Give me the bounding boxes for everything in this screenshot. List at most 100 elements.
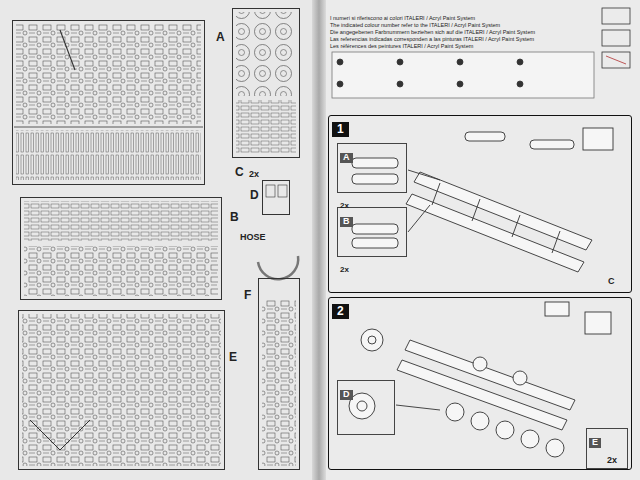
- art-shape: [512, 215, 520, 237]
- art-shape: [312, 0, 326, 480]
- art-shape: [24, 201, 218, 241]
- art-shape: [583, 128, 613, 150]
- text-holder: HOSE: [240, 226, 266, 244]
- art-shape: [408, 205, 430, 232]
- art-shape: [349, 393, 375, 419]
- art-shape: [262, 300, 296, 466]
- part-letter: D: [340, 390, 353, 400]
- quantity-label: 2x: [607, 456, 617, 466]
- art-shape: [396, 405, 440, 410]
- part-letter: A: [216, 31, 225, 44]
- art-shape: [266, 185, 275, 197]
- art-shape: [14, 127, 203, 128]
- part-letter: C: [235, 166, 244, 179]
- text-holder: E: [229, 347, 237, 365]
- art-shape: [602, 52, 630, 68]
- sprue-frame: E: [18, 310, 225, 470]
- art-shape: [322, 0, 640, 480]
- art-shape: [545, 302, 569, 316]
- step1-art: [352, 128, 613, 272]
- art-shape: [602, 8, 630, 24]
- art-shape: [408, 170, 440, 180]
- art-shape: [352, 224, 398, 234]
- art-shape: [397, 81, 403, 87]
- art-shape: [517, 81, 523, 87]
- art-shape: [60, 420, 90, 450]
- text-holder: 2x: [607, 449, 617, 467]
- text-holder: 2: [332, 301, 349, 319]
- part-letter: D: [250, 189, 259, 202]
- paint-note: Die angegebenen Farbnummern beziehen sic…: [330, 29, 535, 35]
- text-holder: D: [250, 185, 259, 203]
- sprue-frame: A: [12, 20, 205, 185]
- art-shape: [352, 238, 398, 248]
- sprue-frame: D: [262, 180, 290, 215]
- text-holder: E: [589, 431, 601, 449]
- sprue-callout: C: [608, 277, 615, 287]
- art-shape: [473, 357, 487, 371]
- part-letter: B: [230, 211, 239, 224]
- art-shape: [546, 439, 564, 457]
- art-shape: [606, 56, 626, 64]
- art-shape: [30, 420, 60, 450]
- quantity-label: 2x: [249, 170, 259, 180]
- step-panel: 1AB: [328, 115, 632, 293]
- art-shape: [352, 174, 398, 184]
- text-holder: B: [340, 210, 353, 228]
- art-shape: [521, 430, 539, 448]
- text-holder: 2x: [340, 258, 349, 276]
- art-shape: [432, 183, 440, 205]
- art-shape: [16, 130, 201, 180]
- quantity-label: 2x: [340, 266, 349, 275]
- art-shape: [465, 132, 505, 141]
- paint-note: The indicated colour number refer to the…: [330, 22, 500, 28]
- text-holder: C: [235, 162, 244, 180]
- art-shape: [472, 199, 480, 221]
- text-holder: D: [340, 383, 353, 401]
- art-shape: [406, 194, 584, 272]
- part-letter: E: [229, 351, 237, 364]
- art-shape: [357, 401, 367, 411]
- art-shape: [0, 0, 316, 480]
- art-shape: [332, 52, 594, 98]
- art-shape: [552, 231, 560, 253]
- text-holder: F: [244, 285, 251, 303]
- text-holder: A: [216, 27, 225, 45]
- art-shape: [337, 59, 343, 65]
- paint-icons: [332, 8, 630, 98]
- text-holder: 2x: [249, 163, 259, 181]
- part-letter: F: [244, 289, 251, 302]
- art-shape: [278, 185, 287, 197]
- part-letter: A: [340, 153, 353, 163]
- paint-note: Les références des peintures ITALERI / A…: [330, 43, 473, 49]
- art-shape: [530, 140, 574, 149]
- art-shape: [24, 246, 218, 296]
- part-box: B: [337, 207, 407, 257]
- art-shape: [496, 421, 514, 439]
- sprue-frame: C2x: [232, 8, 300, 158]
- part-letter: B: [340, 217, 353, 227]
- text-holder: C: [608, 270, 615, 288]
- paint-note: I numeri si riferiscono ai colori ITALER…: [330, 15, 475, 21]
- part-letter: E: [589, 438, 601, 448]
- art-shape: [361, 329, 383, 351]
- hose-label: HOSE: [240, 233, 266, 243]
- art-shape: [60, 30, 75, 70]
- text-holder: A: [340, 146, 353, 164]
- art-shape: [457, 59, 463, 65]
- art-shape: [602, 30, 630, 46]
- part-box: D: [337, 380, 395, 435]
- art-shape: [513, 371, 527, 385]
- sprue-frame: B: [20, 197, 222, 300]
- art-shape: [16, 24, 201, 124]
- art-shape: [585, 312, 611, 334]
- art-shape: [352, 158, 398, 168]
- art-shape: [337, 81, 343, 87]
- art-shape: [258, 256, 298, 279]
- art-shape: [22, 314, 221, 466]
- art-shape: [446, 403, 464, 421]
- art-shape: [457, 81, 463, 87]
- art-shape: [368, 336, 376, 344]
